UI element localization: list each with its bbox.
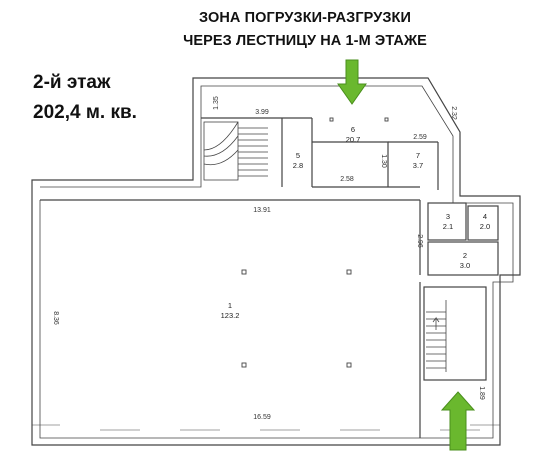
room-3-number: 3: [446, 212, 450, 221]
room-5-area: 2.8: [293, 161, 303, 170]
dim-1-30: 1.30: [380, 154, 387, 168]
dim-2-96: 2.96: [416, 234, 423, 248]
dim-1-35: 1.35: [213, 96, 220, 110]
floor-area: 202,4 м. кв.: [33, 102, 137, 123]
dim-1-89: 1.89: [478, 386, 485, 400]
dim-16-59: 16.59: [253, 414, 271, 421]
room-3-area: 2.1: [443, 222, 453, 231]
room-4-area: 2.0: [480, 222, 490, 231]
columns: [241, 117, 389, 368]
dim-13-91: 13.91: [253, 207, 271, 214]
stair-lower: [426, 300, 447, 372]
room-6-number: 6: [351, 125, 355, 134]
loading-zone-caption-line2: ЧЕРЕЗ ЛЕСТНИЦУ НА 1-М ЭТАЖЕ: [183, 33, 427, 49]
room-4-number: 4: [483, 212, 487, 221]
room-5-number: 5: [296, 151, 300, 160]
room-1-area: 123.2: [221, 311, 240, 320]
dim-2-58: 2.58: [340, 176, 354, 183]
floor-name: 2-й этаж: [33, 72, 111, 93]
arrow-up-bottom: [440, 391, 476, 451]
room-2-area: 3.0: [460, 261, 470, 270]
arrow-down-top: [337, 59, 367, 105]
room-6-area: 20.7: [346, 135, 361, 144]
room-1-number: 1: [228, 301, 232, 310]
dim-2-32: 2.32: [450, 106, 457, 120]
loading-zone-caption-line1: ЗОНА ПОГРУЗКИ-РАЗГРУЗКИ: [198, 10, 412, 26]
dim-2-59: 2.59: [413, 134, 427, 141]
room-2-number: 2: [463, 251, 467, 260]
stair-upper: [203, 121, 268, 181]
room-7-number: 7: [416, 151, 420, 160]
walls: [31, 77, 521, 446]
dim-8-36: 8.36: [52, 311, 59, 325]
dim-3-99: 3.99: [255, 109, 269, 116]
room-7-area: 3.7: [413, 161, 423, 170]
